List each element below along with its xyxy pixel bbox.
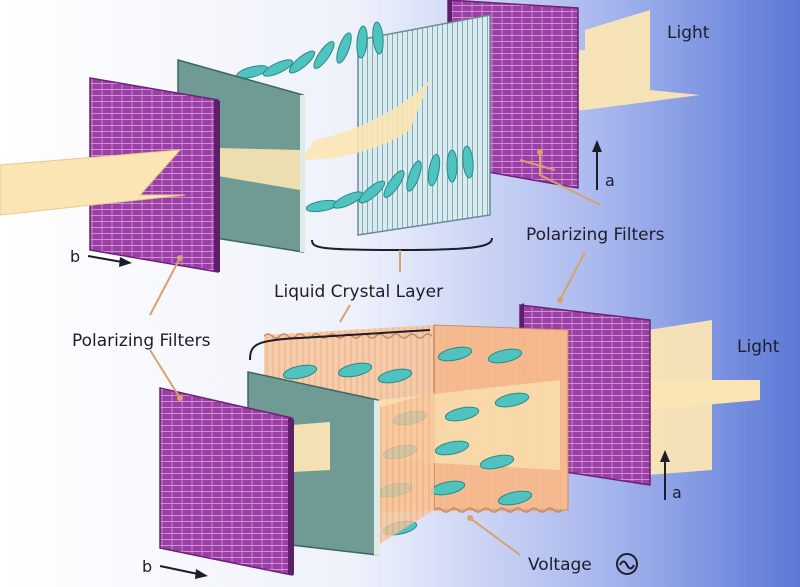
light-beam-top-in (585, 10, 700, 110)
top-assembly (0, 0, 700, 273)
label-axis-a-bottom: a (672, 483, 682, 502)
label-polarizing-filters-right: Polarizing Filters (526, 225, 665, 245)
label-axis-b-bottom: b (142, 557, 152, 576)
leader-lines (149, 150, 601, 556)
bracket-bottom (249, 329, 431, 361)
arrow-right-icon (159, 565, 199, 575)
electrode-bottom (433, 507, 563, 513)
label-axis-b-top: b (70, 247, 80, 266)
label-voltage: Voltage (528, 555, 592, 575)
polarizer-bottom-left (159, 387, 293, 576)
axis-arrows (87, 140, 670, 579)
label-light-top: Light (667, 23, 710, 43)
bottom-assembly (159, 303, 760, 576)
ac-source-icon (616, 553, 638, 575)
crystal-rods-top-lower (305, 145, 474, 213)
crystal-rods-top-upper (235, 21, 384, 79)
light-beam-twist (300, 80, 430, 160)
label-light-bottom: Light (737, 337, 780, 357)
light-beam-top-left-mid (218, 148, 300, 190)
light-beam-top-out (0, 149, 186, 216)
label-axis-a-top: a (605, 171, 615, 190)
arrow-right-icon (87, 255, 123, 263)
label-liquid-crystal-layer: Liquid Crystal Layer (274, 282, 443, 302)
label-polarizing-filters-left: Polarizing Filters (72, 331, 211, 351)
